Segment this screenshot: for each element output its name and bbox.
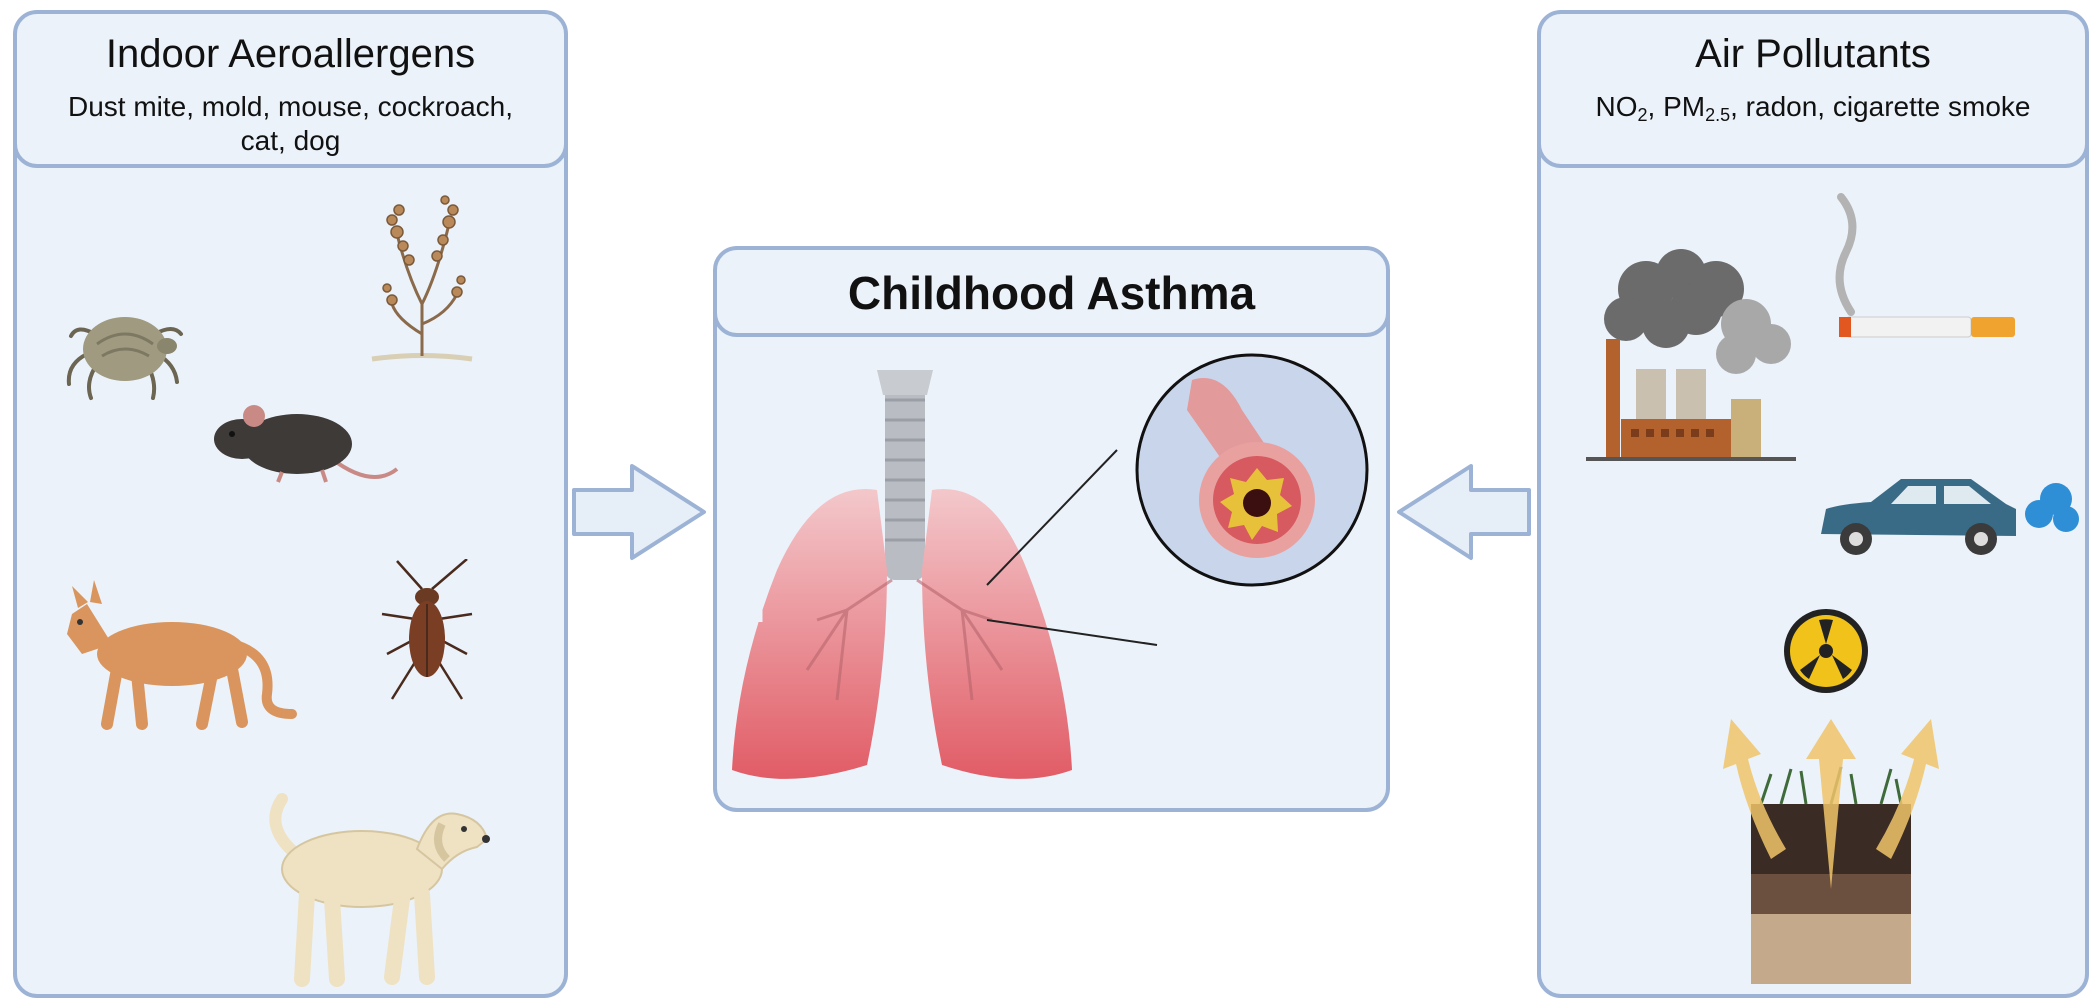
dog-icon [269,793,490,987]
cockroach-icon [381,559,473,700]
childhood-asthma-title: Childhood Asthma [847,267,1256,319]
radiation-icon [1784,609,1868,693]
no2-text: NO [1595,91,1638,122]
mouse-icon [214,405,399,483]
pm-subscript: 2.5 [1705,105,1731,125]
indoor-aeroallergens-panel: Indoor Aeroallergens Dust mite, mold, mo… [13,10,568,998]
childhood-asthma-panel: Childhood Asthma [713,246,1390,812]
air-pollutants-panel: Air Pollutants NO2, PM2.5, radon, cigare… [1537,10,2089,998]
soil-radon-icon [1723,719,1939,984]
subtitle-rest: , radon, cigarette smoke [1730,91,2031,122]
cigarette-icon [1835,193,2015,338]
indoor-aeroallergens-title: Indoor Aeroallergens [105,32,476,76]
car-exhaust-icon [1821,479,2079,555]
indoor-aeroallergens-header: Indoor Aeroallergens Dust mite, mold, mo… [17,14,564,168]
air-pollutants-title: Air Pollutants [1695,32,1931,76]
dust-mite-icon [66,317,183,400]
airway-cross-section-icon [1135,353,1369,587]
arrow-left-icon [1397,464,1531,560]
mold-icon [371,195,473,362]
comma-separator: , [1647,91,1664,122]
lungs-icon [732,370,1072,779]
indoor-aeroallergens-subtitle: Dust mite, mold, mouse, cockroach, cat, … [67,91,514,156]
cat-icon [67,580,297,730]
childhood-asthma-header: Childhood Asthma [717,250,1386,337]
zoom-lines [986,449,1158,646]
air-pollutants-subtitle: NO2, PM2.5, radon, cigarette smoke [1541,90,2085,124]
arrow-right-icon [572,464,706,560]
air-pollutants-header: Air Pollutants NO2, PM2.5, radon, cigare… [1541,14,2085,168]
pm-text: PM [1663,91,1706,122]
factory-icon [1586,249,1796,461]
no2-subscript: 2 [1637,105,1648,125]
